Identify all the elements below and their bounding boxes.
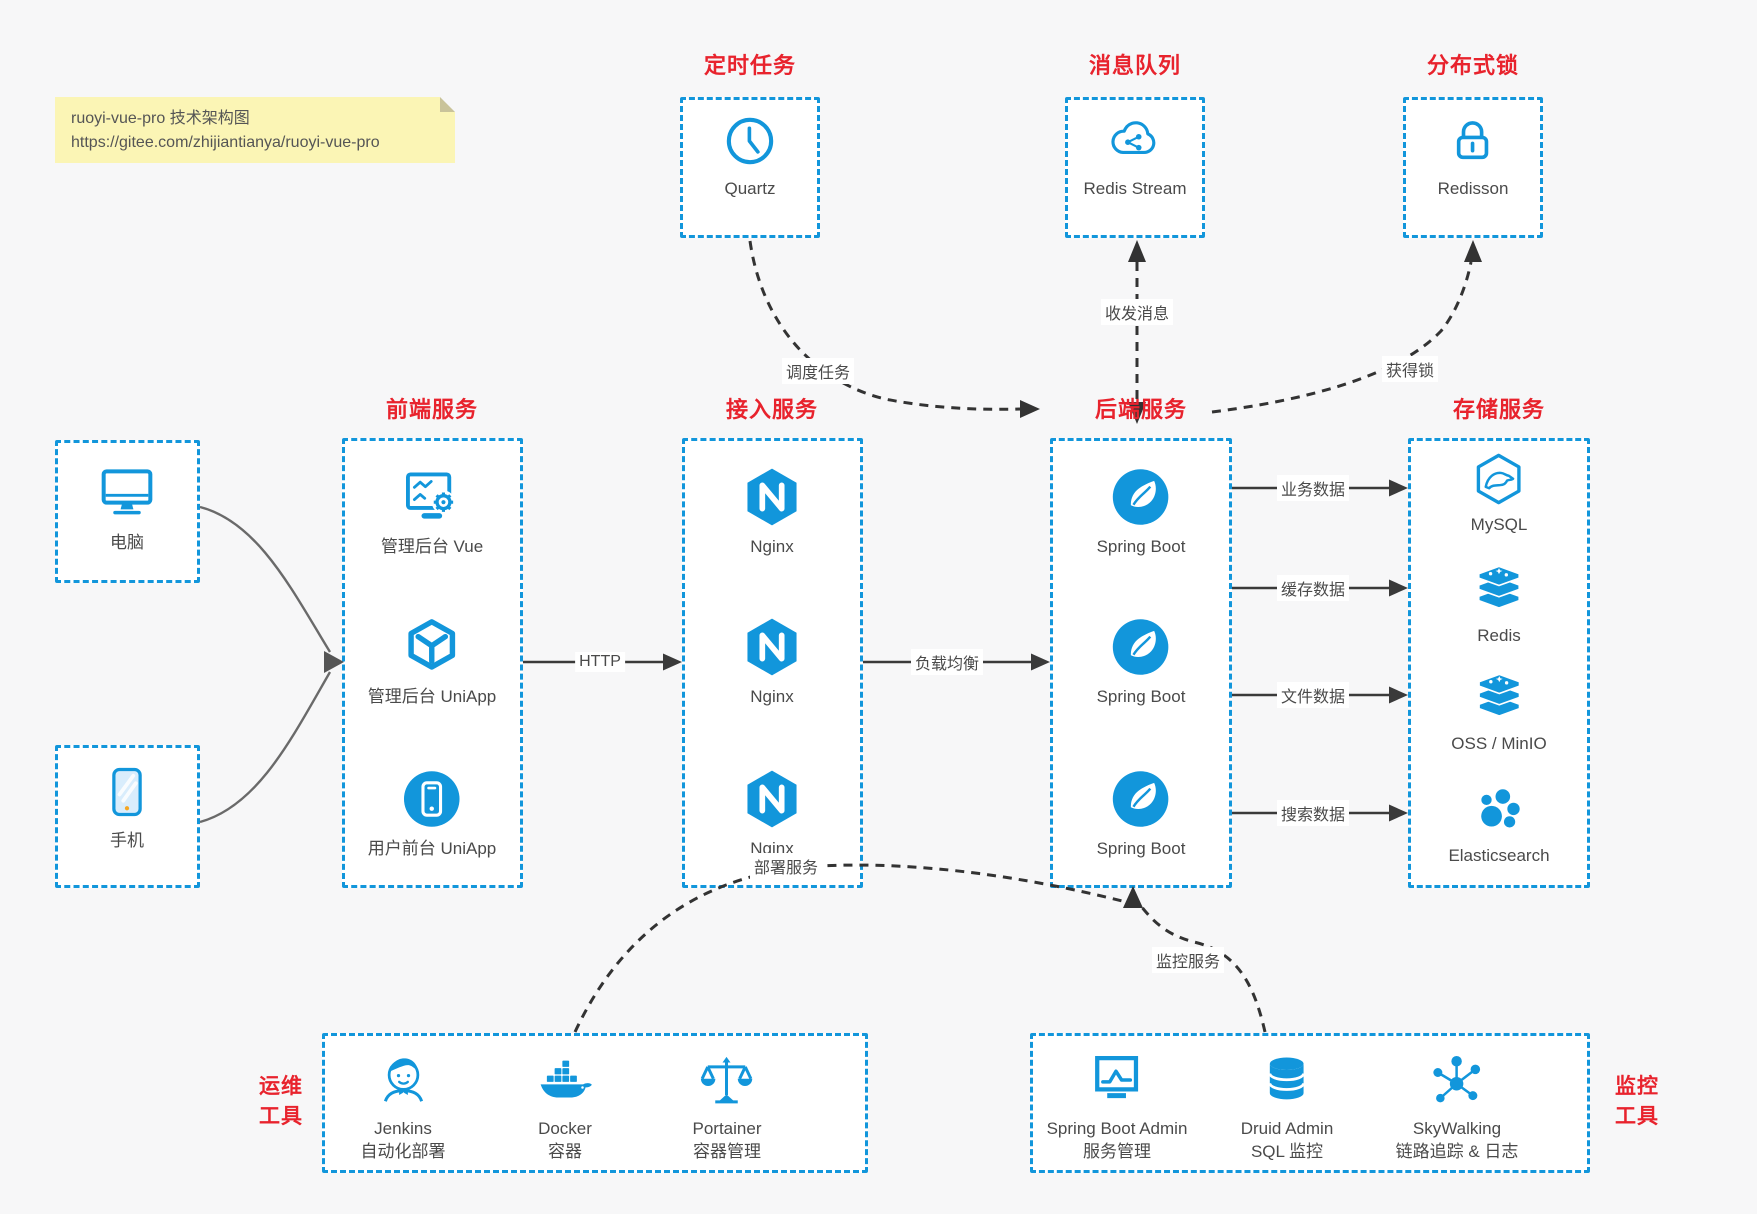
box-client-mobile bbox=[55, 745, 200, 888]
ops-tools-title: 运维 工具 bbox=[259, 1075, 303, 1128]
node-user-uniapp: 用户前台 UniApp bbox=[368, 768, 496, 859]
node-portainer: Portainer 容器管理 bbox=[693, 1050, 761, 1162]
note-url: https://gitee.com/zhijiantianya/ruoyi-vu… bbox=[71, 134, 380, 151]
redis-stack-icon bbox=[1472, 671, 1526, 725]
node-nginx-2: Nginx bbox=[741, 616, 803, 707]
node-elasticsearch: Elasticsearch bbox=[1448, 783, 1550, 866]
druid-icon bbox=[1257, 1050, 1317, 1110]
group-title-access: 接入服务 bbox=[725, 397, 819, 422]
edge-label-cache-data: 缓存数据 bbox=[1276, 575, 1350, 601]
group-title-backend: 后端服务 bbox=[1094, 397, 1188, 422]
edge-label-search-data: 搜索数据 bbox=[1276, 800, 1350, 826]
spring-boot-icon bbox=[1110, 466, 1172, 528]
edge-schedule-task bbox=[748, 240, 1021, 411]
node-jenkins: Jenkins 自动化部署 bbox=[361, 1050, 446, 1162]
spring-boot-admin-icon bbox=[1087, 1050, 1147, 1110]
clock-icon bbox=[721, 112, 779, 170]
edge-label-load-balance: 负载均衡 bbox=[910, 649, 984, 675]
node-druid-admin: Druid Admin SQL 监控 bbox=[1241, 1050, 1333, 1162]
edge-label-monitor: 监控服务 bbox=[1151, 947, 1225, 973]
user-app-icon bbox=[401, 768, 463, 830]
group-title-message-queue: 消息队列 bbox=[1088, 53, 1182, 78]
node-redis: Redis bbox=[1472, 563, 1526, 646]
node-spring-boot-admin: Spring Boot Admin 服务管理 bbox=[1047, 1050, 1187, 1162]
node-quartz: Quartz bbox=[721, 112, 779, 199]
desktop-icon bbox=[95, 460, 159, 524]
jenkins-icon bbox=[373, 1050, 433, 1110]
group-title-scheduled-task: 定时任务 bbox=[703, 53, 797, 78]
box-distributed-lock bbox=[1403, 97, 1543, 238]
edge-label-acquire-lock: 获得锁 bbox=[1381, 356, 1439, 382]
node-pc: 电脑 bbox=[95, 460, 159, 553]
group-title-distributed-lock: 分布式锁 bbox=[1426, 53, 1520, 78]
mobile-icon bbox=[97, 762, 157, 822]
uniapp-cube-icon bbox=[401, 616, 463, 678]
node-admin-uniapp: 管理后台 UniApp bbox=[368, 616, 496, 707]
node-oss-minio: OSS / MinIO bbox=[1451, 671, 1547, 754]
group-title-frontend: 前端服务 bbox=[385, 397, 479, 422]
box-ops-tools bbox=[322, 1033, 868, 1173]
edge-label-deploy: 部署服务 bbox=[749, 853, 823, 879]
edge-label-messages: 收发消息 bbox=[1100, 299, 1174, 325]
nginx-icon bbox=[741, 466, 803, 528]
monitor-tools-title: 监控 工具 bbox=[1615, 1075, 1659, 1128]
spring-boot-icon bbox=[1110, 768, 1172, 830]
edge-acquire-lock bbox=[1211, 261, 1473, 414]
edge-label-business-data: 业务数据 bbox=[1276, 475, 1350, 501]
node-spring-boot-1: Spring Boot bbox=[1097, 466, 1185, 557]
arrowhead-into-frontend bbox=[324, 651, 344, 673]
nginx-icon bbox=[741, 768, 803, 830]
redis-stream-cloud-icon bbox=[1106, 112, 1164, 170]
elasticsearch-icon bbox=[1472, 783, 1526, 837]
node-skywalking: SkyWalking 链路追踪 & 日志 bbox=[1396, 1050, 1518, 1162]
client-curves bbox=[199, 505, 332, 824]
edge-label-http: HTTP bbox=[575, 652, 625, 672]
nginx-icon bbox=[741, 616, 803, 678]
spring-boot-icon bbox=[1110, 616, 1172, 678]
edge-deploy bbox=[573, 863, 1123, 1033]
node-mysql: MySQL bbox=[1471, 452, 1527, 535]
redis-stack-icon bbox=[1472, 563, 1526, 617]
node-mobile: 手机 bbox=[97, 762, 157, 851]
edge-pc-to-frontend bbox=[199, 505, 332, 653]
node-nginx-3: Nginx bbox=[741, 768, 803, 859]
edge-label-schedule: 调度任务 bbox=[781, 358, 855, 384]
node-nginx-1: Nginx bbox=[741, 466, 803, 557]
group-title-storage: 存储服务 bbox=[1452, 397, 1546, 422]
box-message-queue bbox=[1065, 97, 1205, 238]
node-spring-boot-3: Spring Boot bbox=[1097, 768, 1185, 859]
node-redisson: Redisson bbox=[1438, 112, 1508, 199]
sticky-note: ruoyi-vue-pro 技术架构图 https://gitee.com/zh… bbox=[55, 97, 455, 163]
node-admin-vue: 管理后台 Vue bbox=[381, 466, 483, 557]
skywalking-icon bbox=[1427, 1050, 1487, 1110]
mysql-icon bbox=[1472, 452, 1526, 506]
portainer-icon bbox=[697, 1050, 757, 1110]
edge-label-file-data: 文件数据 bbox=[1276, 682, 1350, 708]
lock-icon bbox=[1444, 112, 1502, 170]
note-title: ruoyi-vue-pro 技术架构图 bbox=[71, 110, 250, 127]
edge-mobile-to-frontend bbox=[199, 671, 332, 824]
node-docker: Docker 容器 bbox=[535, 1050, 595, 1162]
node-redis-stream: Redis Stream bbox=[1084, 112, 1186, 199]
node-spring-boot-2: Spring Boot bbox=[1097, 616, 1185, 707]
admin-vue-icon bbox=[401, 466, 463, 528]
docker-icon bbox=[535, 1050, 595, 1110]
